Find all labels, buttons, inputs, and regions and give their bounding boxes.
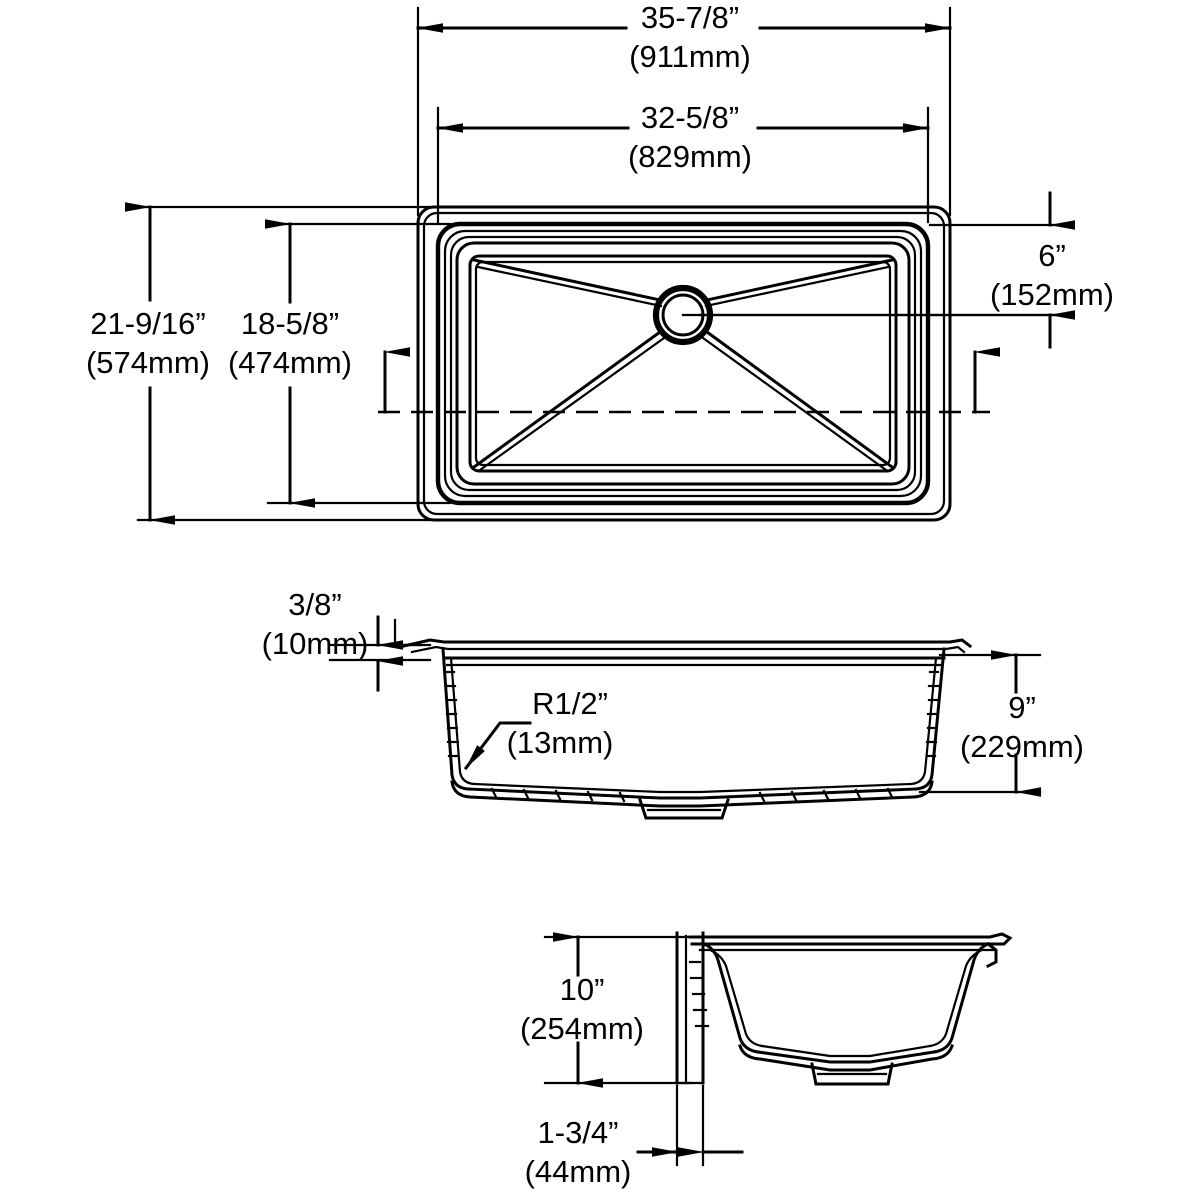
bowl-slope-ribs <box>471 258 895 472</box>
bowl-height-metric-label: (229mm) <box>960 729 1084 764</box>
side-section-bowl <box>688 932 1013 1086</box>
drain-offset-imperial-label: 6” <box>1038 238 1066 273</box>
side-height-imperial-label: 10” <box>560 972 605 1007</box>
overall-width-metric-label: (911mm) <box>629 39 751 74</box>
overall-depth-extension-lines <box>136 205 432 522</box>
front-elevation-view: 3/8” (10mm) <box>262 587 1084 820</box>
mounting-wall <box>675 931 705 1085</box>
side-section-view: 10” (254mm) 1-3/4” (44mm) <box>520 931 1013 1189</box>
bowl-width-metric-label: (829mm) <box>628 139 752 174</box>
bowl-height-imperial-label: 9” <box>1008 690 1036 725</box>
mount-thickness-extension-lines <box>675 1084 705 1167</box>
corner-radius-leader <box>463 721 532 771</box>
top-view: 35-7/8” (911mm) 32-5/8” (829mm) 21-9/16”… <box>86 0 1114 525</box>
mount-thickness-metric-label: (44mm) <box>525 1154 632 1189</box>
bowl-depth-imperial-label: 18-5/8” <box>241 306 339 341</box>
overall-width-extension-lines <box>416 6 952 217</box>
bowl-wall-hatching <box>444 670 940 758</box>
bowl-depth-metric-label: (474mm) <box>228 345 352 380</box>
sink-outer-rim-outline <box>416 205 952 522</box>
sink-bowl-bottom-outline <box>468 254 898 473</box>
overall-depth-imperial-label: 21-9/16” <box>90 306 205 341</box>
mount-thickness-imperial-label: 1-3/4” <box>538 1115 619 1150</box>
drain-offset-metric-label: (152mm) <box>990 277 1114 312</box>
sink-bowl-rim-bands <box>435 221 931 506</box>
overall-depth-metric-label: (574mm) <box>86 345 210 380</box>
overall-width-imperial-label: 35-7/8” <box>641 0 739 35</box>
bowl-bottom-hatching <box>490 787 894 803</box>
side-height-metric-label: (254mm) <box>520 1011 644 1046</box>
corner-radius-imperial-label: R1/2” <box>532 686 608 721</box>
rim-thickness-metric-label: (10mm) <box>262 626 369 661</box>
corner-radius-metric-label: (13mm) <box>507 725 614 760</box>
side-height-extension-lines <box>543 935 692 1085</box>
bowl-cross-section <box>402 638 973 820</box>
side-section-wall-hatching <box>688 960 710 1028</box>
bowl-width-imperial-label: 32-5/8” <box>641 100 739 135</box>
rim-thickness-imperial-label: 3/8” <box>288 587 341 622</box>
